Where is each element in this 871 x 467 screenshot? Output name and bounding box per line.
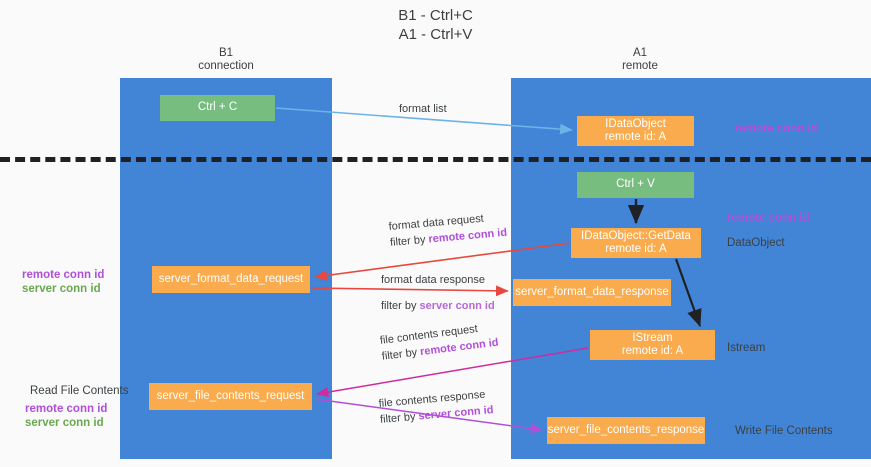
edge-label-file-contents-response: file contents response filter by server … xyxy=(378,386,494,428)
annotation-server-conn-id: server conn id xyxy=(25,417,104,429)
annotation-left-conn-ids-file: remote conn id server conn id xyxy=(25,402,107,430)
annotation-remote-conn-id-mid: remote conn id xyxy=(727,212,810,224)
filter-key-remote-conn-id: remote conn id xyxy=(427,226,508,246)
annotation-server-conn-id: server conn id xyxy=(22,283,101,295)
annotation-remote-conn-id: remote conn id xyxy=(25,403,108,415)
filter-key-server-conn-id: server conn id xyxy=(417,404,494,423)
filter-prefix: filter by xyxy=(381,346,421,363)
filter-prefix: filter by xyxy=(381,300,420,312)
filter-prefix: filter by xyxy=(389,233,429,249)
swimlane-header-b1: B1 connection xyxy=(198,47,254,72)
annotation-remote-conn-id-top: remote conn id xyxy=(735,123,818,135)
swimlane-header-a1: A1 remote xyxy=(622,47,658,72)
node-server-file-contents-request[interactable]: server_file_contents_request xyxy=(149,383,312,410)
node-server-format-data-response[interactable]: server_format_data_response xyxy=(513,279,671,306)
diagram-title: B1 - Ctrl+C A1 - Ctrl+V xyxy=(398,7,473,43)
node-idataobject[interactable]: IDataObject remote id: A xyxy=(577,116,694,146)
edge-label-format-list: format list xyxy=(399,103,447,115)
node-istream[interactable]: IStream remote id: A xyxy=(590,330,715,360)
edge-label-line-1: format data response xyxy=(381,274,485,286)
node-ctrl-v[interactable]: Ctrl + V xyxy=(577,172,694,198)
node-server-format-data-request[interactable]: server_format_data_request xyxy=(152,266,310,293)
filter-key-server-conn-id: server conn id xyxy=(419,300,495,312)
node-server-file-contents-response[interactable]: server_file_contents_response xyxy=(547,417,705,444)
phase-divider xyxy=(0,157,871,162)
edge-label-format-data-request: format data request filter by remote con… xyxy=(388,209,508,251)
edge-label-line-2: filter by server conn id xyxy=(381,298,495,314)
annotation-dataobject: DataObject xyxy=(727,237,785,249)
node-ctrl-c[interactable]: Ctrl + C xyxy=(160,95,275,121)
edge-label-file-contents-request: file contents request filter by remote c… xyxy=(379,319,499,365)
annotation-remote-conn-id: remote conn id xyxy=(22,269,105,281)
annotation-istream: Istream xyxy=(727,342,766,354)
filter-prefix: filter by xyxy=(379,410,419,426)
node-idataobject-getdata[interactable]: IDataObject::GetData remote id: A xyxy=(571,228,701,258)
annotation-read-file-contents: Read File Contents xyxy=(30,385,129,397)
edge-label-format-data-response: format data response filter by server co… xyxy=(381,272,495,314)
annotation-write-file-contents: Write File Contents xyxy=(735,425,833,437)
annotation-left-conn-ids-format: remote conn id server conn id xyxy=(22,268,104,296)
